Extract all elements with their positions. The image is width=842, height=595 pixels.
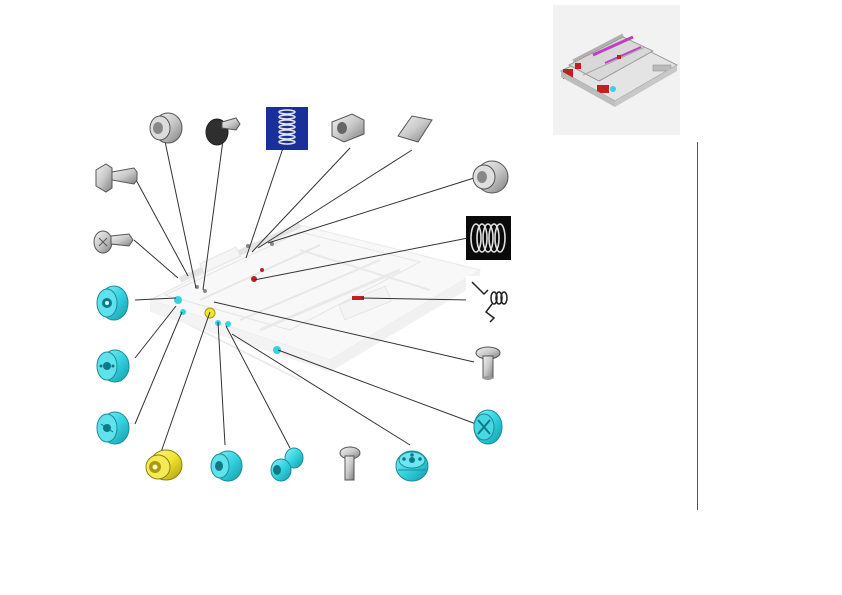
pin-icon (339, 446, 361, 481)
flanged-collar-icon (149, 112, 183, 144)
pin-icon (475, 346, 501, 380)
torsion-spring-icon (466, 276, 511, 324)
compression-spring-icon (266, 107, 308, 150)
flanged-bushing-icon (96, 285, 129, 321)
flanged-bushing-icon (270, 447, 304, 482)
plate-icon (397, 115, 433, 143)
flat-head-screw-icon (95, 163, 138, 193)
assembly-thumbnail (553, 5, 680, 135)
bushing-icon (96, 411, 130, 445)
pan-head-screw-icon (93, 230, 134, 254)
gear-icon (473, 409, 503, 445)
coil-spring-icon (466, 216, 511, 260)
flanged-bushing-icon (145, 449, 183, 481)
assembly-highlights (174, 242, 364, 354)
bushing-icon (96, 349, 130, 383)
bushing-icon (210, 450, 243, 482)
assembly-ghost (148, 222, 482, 381)
flanged-collar-icon (472, 160, 509, 194)
pulley-icon (395, 450, 429, 482)
block-icon (331, 113, 365, 143)
thumbnail-assembly-icon (559, 33, 679, 107)
divider-line (697, 142, 698, 510)
pin-icon (205, 117, 241, 146)
leader-lines (133, 131, 477, 456)
